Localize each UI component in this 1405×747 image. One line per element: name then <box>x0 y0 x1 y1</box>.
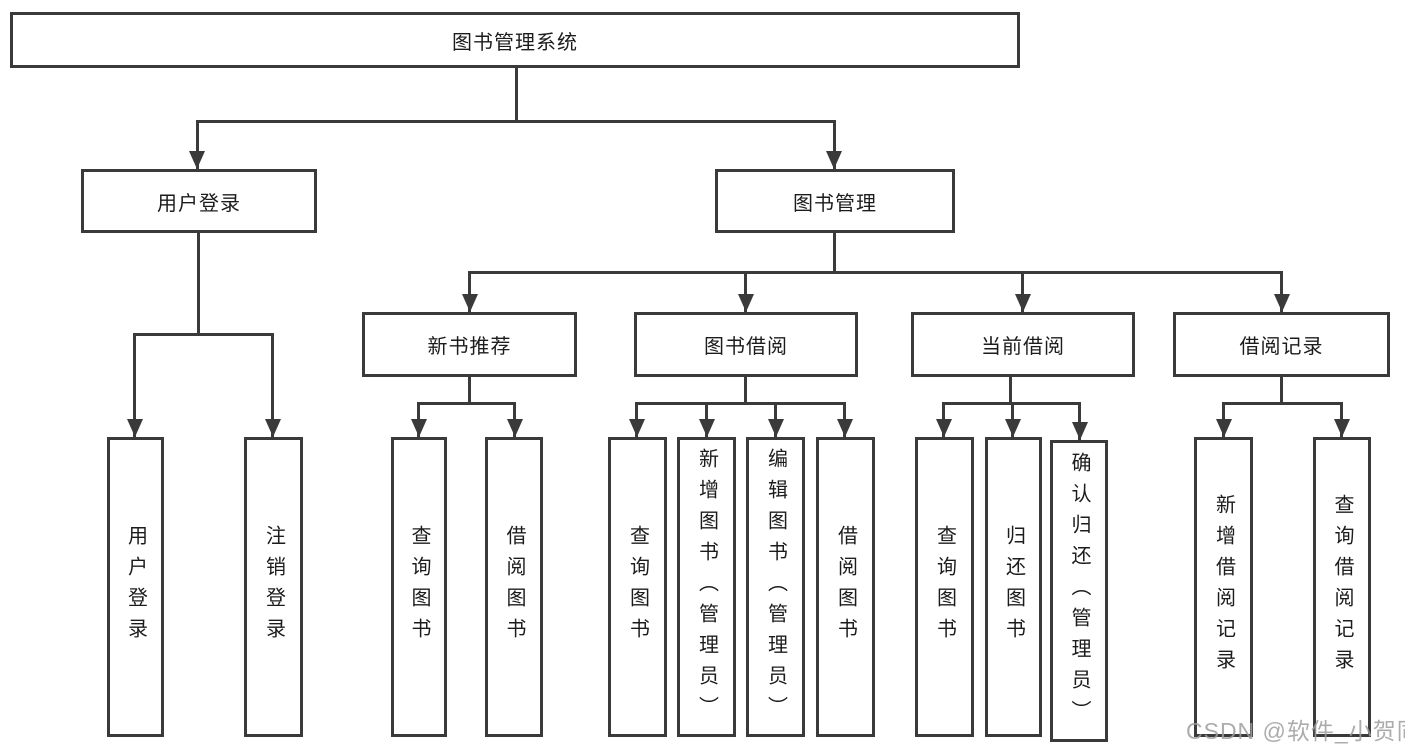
leaf-query-book-3: 查询图书 <box>915 437 974 737</box>
arrow-into-user-login <box>189 151 205 169</box>
connector-drop-d3 <box>1078 402 1081 440</box>
arrow-into-e1 <box>1216 419 1232 437</box>
connector-drop-book-borrow <box>744 271 747 312</box>
connector-root-stem <box>515 67 518 122</box>
connector-drop-book-mgmt <box>833 120 836 169</box>
arrow-into-book-borrow <box>738 294 754 312</box>
arrow-into-c4 <box>837 419 853 437</box>
leaf-add-book-admin: 新增图书（管理员） <box>677 437 736 737</box>
node-root-system: 图书管理系统 <box>10 12 1020 68</box>
connector-level2-hline <box>196 120 836 123</box>
node-book-borrow: 图书借阅 <box>634 312 858 377</box>
arrow-into-new-book <box>462 294 478 312</box>
arrow-into-e2 <box>1334 419 1350 437</box>
leaf-query-borrow-record: 查询借阅记录 <box>1313 437 1371 737</box>
node-current-borrow: 当前借阅 <box>911 312 1135 377</box>
connector-book-borrow-hline <box>635 402 846 405</box>
node-user-login: 用户登录 <box>81 169 317 233</box>
arrow-into-c2 <box>699 419 715 437</box>
arrow-into-b2 <box>507 419 523 437</box>
leaf-query-book-2: 查询图书 <box>608 437 667 737</box>
arrow-into-current-borrow <box>1015 294 1031 312</box>
leaf-user-login: 用户登录 <box>107 437 164 737</box>
node-borrow-record: 借阅记录 <box>1173 312 1390 377</box>
connector-user-login-hline <box>133 333 274 336</box>
arrow-into-book-mgmt <box>826 151 842 169</box>
connector-drop-a1 <box>133 333 136 437</box>
leaf-borrow-book-1: 借阅图书 <box>485 437 543 737</box>
connector-drop-current-borrow <box>1021 271 1024 312</box>
arrow-into-borrow-record <box>1274 294 1290 312</box>
arrow-into-a2 <box>265 419 281 437</box>
connector-drop-a2 <box>271 333 274 437</box>
leaf-logout: 注销登录 <box>244 437 303 737</box>
connector-new-book-stem <box>468 377 471 405</box>
leaf-edit-book-admin: 编辑图书（管理员） <box>746 437 805 737</box>
connector-drop-borrow-record <box>1280 271 1283 312</box>
connector-drop-new-book <box>468 271 471 312</box>
connector-borrow-record-stem <box>1280 377 1283 405</box>
connector-book-borrow-stem <box>744 377 747 405</box>
connector-drop-user-login <box>196 120 199 169</box>
node-book-mgmt: 图书管理 <box>715 169 955 233</box>
connector-level3-hline <box>468 271 1283 274</box>
arrow-into-a1 <box>127 419 143 437</box>
arrow-into-d2 <box>1005 419 1021 437</box>
connector-user-login-stem <box>197 232 200 336</box>
connector-book-mgmt-stem <box>833 232 836 274</box>
arrow-into-d3 <box>1072 422 1088 440</box>
leaf-return-book: 归还图书 <box>985 437 1042 737</box>
leaf-add-borrow-record: 新增借阅记录 <box>1194 437 1253 737</box>
leaf-query-book-1: 查询图书 <box>391 437 447 737</box>
connector-new-book-hline <box>417 402 516 405</box>
arrow-into-c1 <box>629 419 645 437</box>
arrow-into-d1 <box>936 419 952 437</box>
arrow-into-b1 <box>411 419 427 437</box>
connector-borrow-record-hline <box>1222 402 1343 405</box>
csdn-watermark: CSDN @软件_小贺同学 <box>1186 718 1405 744</box>
node-new-book: 新书推荐 <box>362 312 577 377</box>
leaf-confirm-return-admin: 确认归还（管理员） <box>1050 440 1108 742</box>
arrow-into-c3 <box>768 419 784 437</box>
leaf-borrow-book-2: 借阅图书 <box>816 437 875 737</box>
connector-current-borrow-stem <box>1009 377 1012 405</box>
